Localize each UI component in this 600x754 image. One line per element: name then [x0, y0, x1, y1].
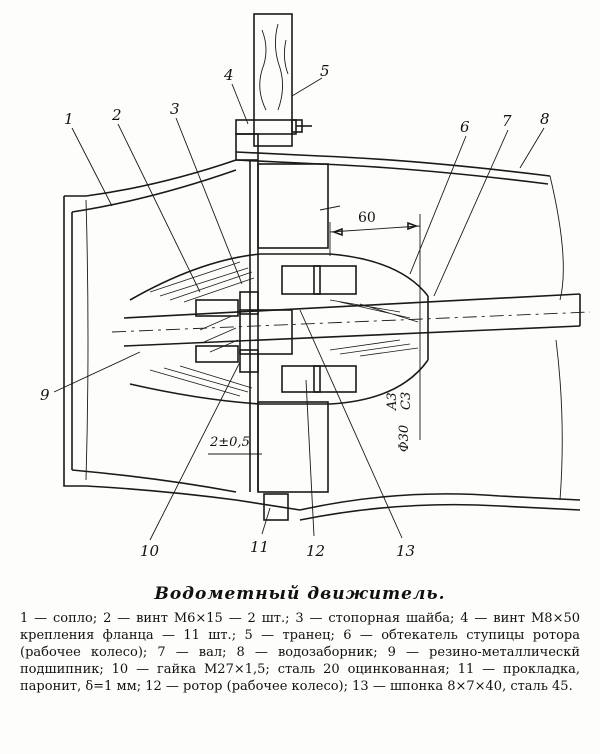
callout-7: 7	[502, 112, 512, 130]
dim-60-label: 60	[358, 210, 376, 226]
dimension-60: 60	[329, 210, 421, 300]
figure-caption: Водометный движитель. 1 — сопло; 2 — вин…	[20, 584, 580, 695]
callout-4: 4	[223, 66, 234, 84]
callout-10: 10	[140, 542, 160, 560]
hub-fairing	[129, 253, 429, 405]
stator-vanes	[257, 163, 341, 493]
flange-plates	[235, 133, 289, 521]
dim-fit-top: A3	[385, 392, 400, 411]
callout-6: 6	[460, 118, 470, 136]
dim-phi-label: Φ30	[397, 425, 412, 452]
callout-labels: 1 2 3 4 5 6 7 8 9 10 11 12 13	[40, 62, 550, 560]
leader-lines	[53, 77, 545, 541]
intake-duct	[235, 151, 581, 521]
dim-gap-label: 2±0,5	[209, 435, 250, 450]
callout-5: 5	[320, 62, 330, 80]
nozzle	[63, 159, 301, 511]
callout-2: 2	[111, 106, 122, 124]
callout-9: 9	[40, 386, 50, 404]
shaft	[111, 293, 591, 355]
dim-fit-bottom: C3	[399, 392, 414, 410]
hatched-sections	[149, 261, 419, 397]
dimension-phi: Φ30 A3 C3	[385, 300, 421, 452]
callout-12: 12	[306, 542, 325, 560]
transom	[235, 13, 312, 147]
callout-1: 1	[64, 110, 74, 128]
callout-8: 8	[540, 110, 550, 128]
bearing-and-nut	[195, 291, 259, 373]
dimension-gap: 2±0,5	[208, 435, 262, 455]
parts-legend: 1 — сопло; 2 — винт М6×15 — 2 шт.; 3 — с…	[20, 611, 580, 694]
callout-11: 11	[250, 538, 269, 556]
callout-3: 3	[170, 100, 180, 118]
callout-13: 13	[396, 542, 415, 560]
waterjet-drawing: 60 Φ30 A3 C3 2±0,5	[40, 13, 591, 560]
figure-title: Водометный движитель.	[154, 584, 446, 604]
